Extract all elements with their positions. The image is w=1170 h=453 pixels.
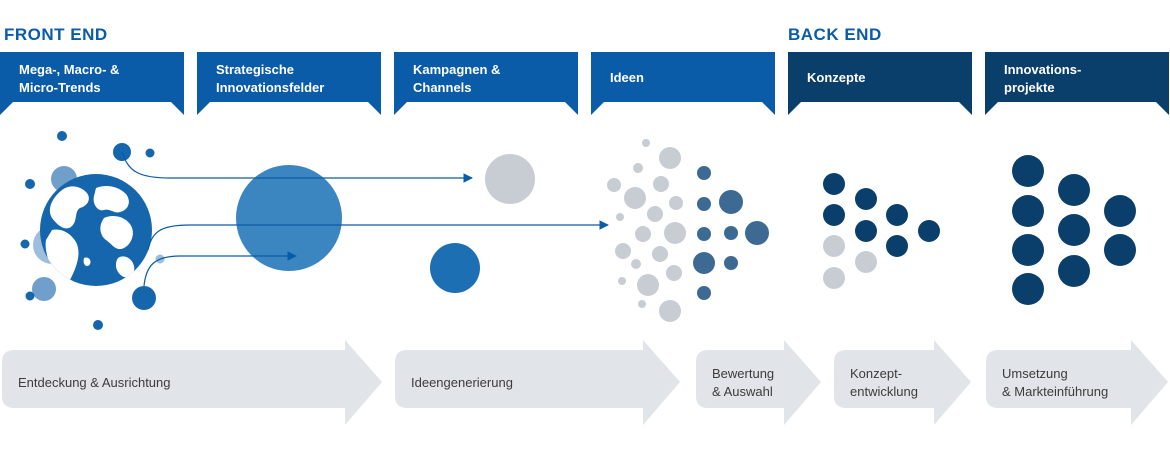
stage-header-label: Micro-Trends (19, 80, 101, 95)
phase-arrow: Entdeckung & Ausrichtung (2, 340, 382, 425)
stage-header: Konzepte (788, 52, 972, 115)
phase-arrow: Konzept-entwicklung (834, 340, 971, 425)
phase-label: Ideengenerierung (411, 375, 513, 390)
stage-header-label: Kampagnen & (413, 62, 500, 77)
stage-header-label: Channels (413, 80, 472, 95)
phase-arrow: Umsetzung & Markteinführung (986, 340, 1168, 425)
scatter-dot (20, 239, 30, 249)
scatter-dot (145, 148, 155, 158)
stage-header: Ideen (591, 52, 775, 115)
phase-arrow: Ideengenerierung (395, 340, 680, 425)
stage-headers: Mega-, Macro- &Micro-TrendsStrategischeI… (0, 52, 1169, 115)
trend-dot (132, 286, 156, 310)
flow-arrow (143, 251, 297, 287)
campaign-circle (430, 243, 480, 293)
phase-arrows: Entdeckung & Ausrichtung Ideengenerierung… (2, 340, 1168, 425)
stage-header-banner (788, 52, 972, 115)
phase-arrow-shape (2, 340, 382, 425)
phase-label: & Markteinführung (1002, 384, 1108, 399)
stage-header: Kampagnen & Channels (394, 52, 578, 115)
scatter-dot (25, 291, 35, 301)
flow-arrow (147, 220, 609, 251)
globe-bubble (32, 277, 56, 301)
stage-header-banner (0, 52, 184, 115)
phase-arrow-shape (834, 340, 971, 425)
scatter-dot (57, 131, 67, 141)
innovation-field-circle (236, 165, 342, 271)
stage-header-label: projekte (1004, 80, 1055, 95)
phase-arrow-shape (696, 340, 821, 425)
concepts-cluster (823, 173, 940, 289)
ideas-cluster (607, 139, 769, 322)
visualization (20, 131, 1136, 330)
stage-header: Innovations-projekte (985, 52, 1169, 115)
campaign-circle (485, 154, 535, 204)
scatter-dot (25, 179, 35, 189)
flow-arrow (121, 151, 473, 183)
phase-arrow-shape (986, 340, 1168, 425)
phase-label: & Auswahl (712, 384, 773, 399)
phase-label: Entdeckung & Ausrichtung (18, 375, 171, 390)
phase-label: Umsetzung (1002, 366, 1068, 381)
phase-label: Konzept- (850, 366, 902, 381)
phase-label: entwicklung (850, 384, 918, 399)
stage-header-banner (394, 52, 578, 115)
stage-header-label: Konzepte (807, 70, 866, 85)
stage-header-banner (197, 52, 381, 115)
stage-header-label: Innovations- (1004, 62, 1081, 77)
globe-icon (40, 174, 152, 286)
stage-header-banner (985, 52, 1169, 115)
front-end-title: FRONT END (4, 25, 108, 44)
stage-header-label: Ideen (610, 70, 644, 85)
stage-header-banner (591, 52, 775, 115)
phase-label: Bewertung (712, 366, 774, 381)
phase-arrow: Bewertung & Auswahl (696, 340, 821, 425)
scatter-dot (93, 320, 103, 330)
stage-header-label: Innovationsfelder (216, 80, 324, 95)
back-end-title: BACK END (788, 25, 882, 44)
stage-header-label: Strategische (216, 62, 294, 77)
projects-cluster (1012, 155, 1136, 305)
phase-arrow-shape (395, 340, 680, 425)
stage-header-label: Mega-, Macro- & (19, 62, 119, 77)
stage-header: Mega-, Macro- & Micro-Trends (0, 52, 184, 115)
